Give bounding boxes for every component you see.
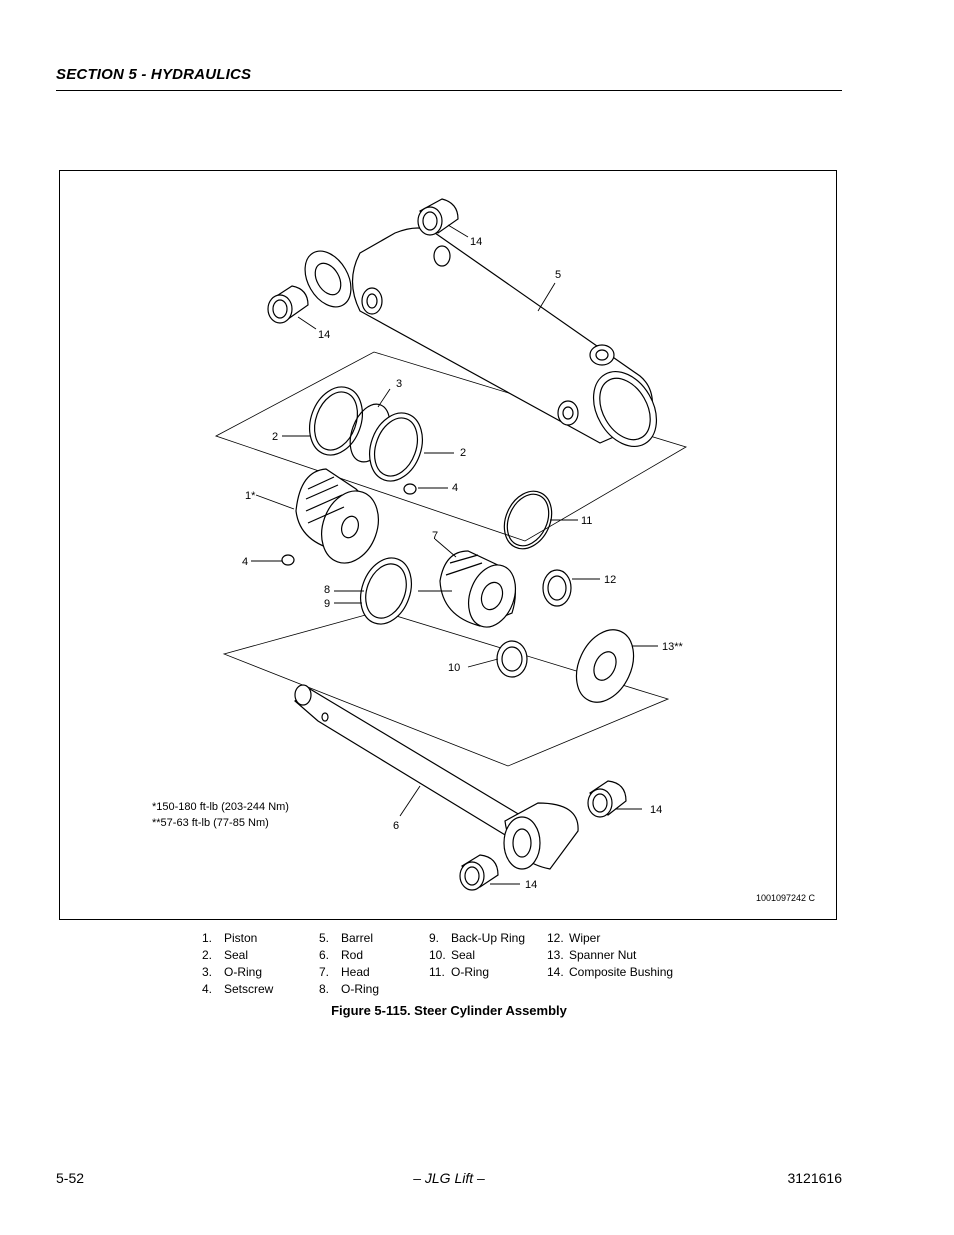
wiper-part [542,569,572,607]
drawing-number: 1001097242 C [756,893,816,903]
rod-part [294,684,579,870]
callout-14-bottom-right: 14 [650,804,662,816]
torque-note-2: **57-63 ft-lb (77-85 Nm) [152,817,269,829]
torque-note-1: *150-180 ft-lb (203-244 Nm) [152,801,289,813]
upper-assembly-plane [214,351,687,542]
callout-7: 7 [432,530,438,542]
callout-1: 1* [245,490,256,502]
page-number: 5-52 [56,1170,85,1186]
parts-legend: 1.Piston 2.Seal 3.O-Ring 4.Setscrew 5.Ba… [202,931,674,996]
head-part [439,550,516,628]
document-number: 3121616 [787,1170,842,1186]
figure-caption: Figure 5-115. Steer Cylinder Assembly [331,1003,567,1018]
bushing-bottom-right [587,780,627,818]
barrel-part [304,227,658,447]
callout-10: 10 [448,662,460,674]
footer-brand: – JLG Lift – [413,1170,485,1186]
callout-11: 11 [581,515,592,527]
steer-cylinder-drawing: 14 5 14 3 2 2 1* 4 11 7 4 8 9 12 13** 10… [152,198,816,903]
callout-6: 6 [393,820,399,832]
setscrew-lower [281,554,295,566]
callout-14-top-left: 14 [318,329,330,341]
callout-13: 13** [662,641,684,653]
callout-12: 12 [604,574,616,586]
section-title: SECTION 5 - HYDRAULICS [56,66,252,83]
page-footer: 5-52 – JLG Lift – 3121616 [56,1170,842,1190]
section-header: SECTION 5 - HYDRAULICS [56,64,842,91]
callout-4-lower: 4 [242,556,248,568]
callout-14-bottom-left: 14 [525,879,537,891]
bushing-bottom-left [459,854,499,891]
callout-5: 5 [555,269,561,281]
callout-9: 9 [324,598,330,610]
callout-8: 8 [324,584,330,596]
spanner-nut-part [575,629,635,703]
callout-2-left: 2 [272,431,278,443]
leader-lines [251,224,658,885]
callout-2-right: 2 [460,447,466,459]
setscrew-upper [403,483,417,495]
figure-frame: 14 5 14 3 2 2 1* 4 11 7 4 8 9 12 13** 10… [59,170,837,920]
o-ring-11 [503,490,553,550]
callout-3: 3 [396,378,402,390]
piston-part [295,468,379,564]
bushing-top-left [267,285,309,324]
bushing-top-right [417,198,459,236]
lower-assembly-plane [222,610,670,767]
seal-ring-left [309,386,363,456]
callout-14-top-right: 14 [470,236,482,248]
callout-4-upper: 4 [452,482,458,494]
seal-ring-right [369,412,423,482]
